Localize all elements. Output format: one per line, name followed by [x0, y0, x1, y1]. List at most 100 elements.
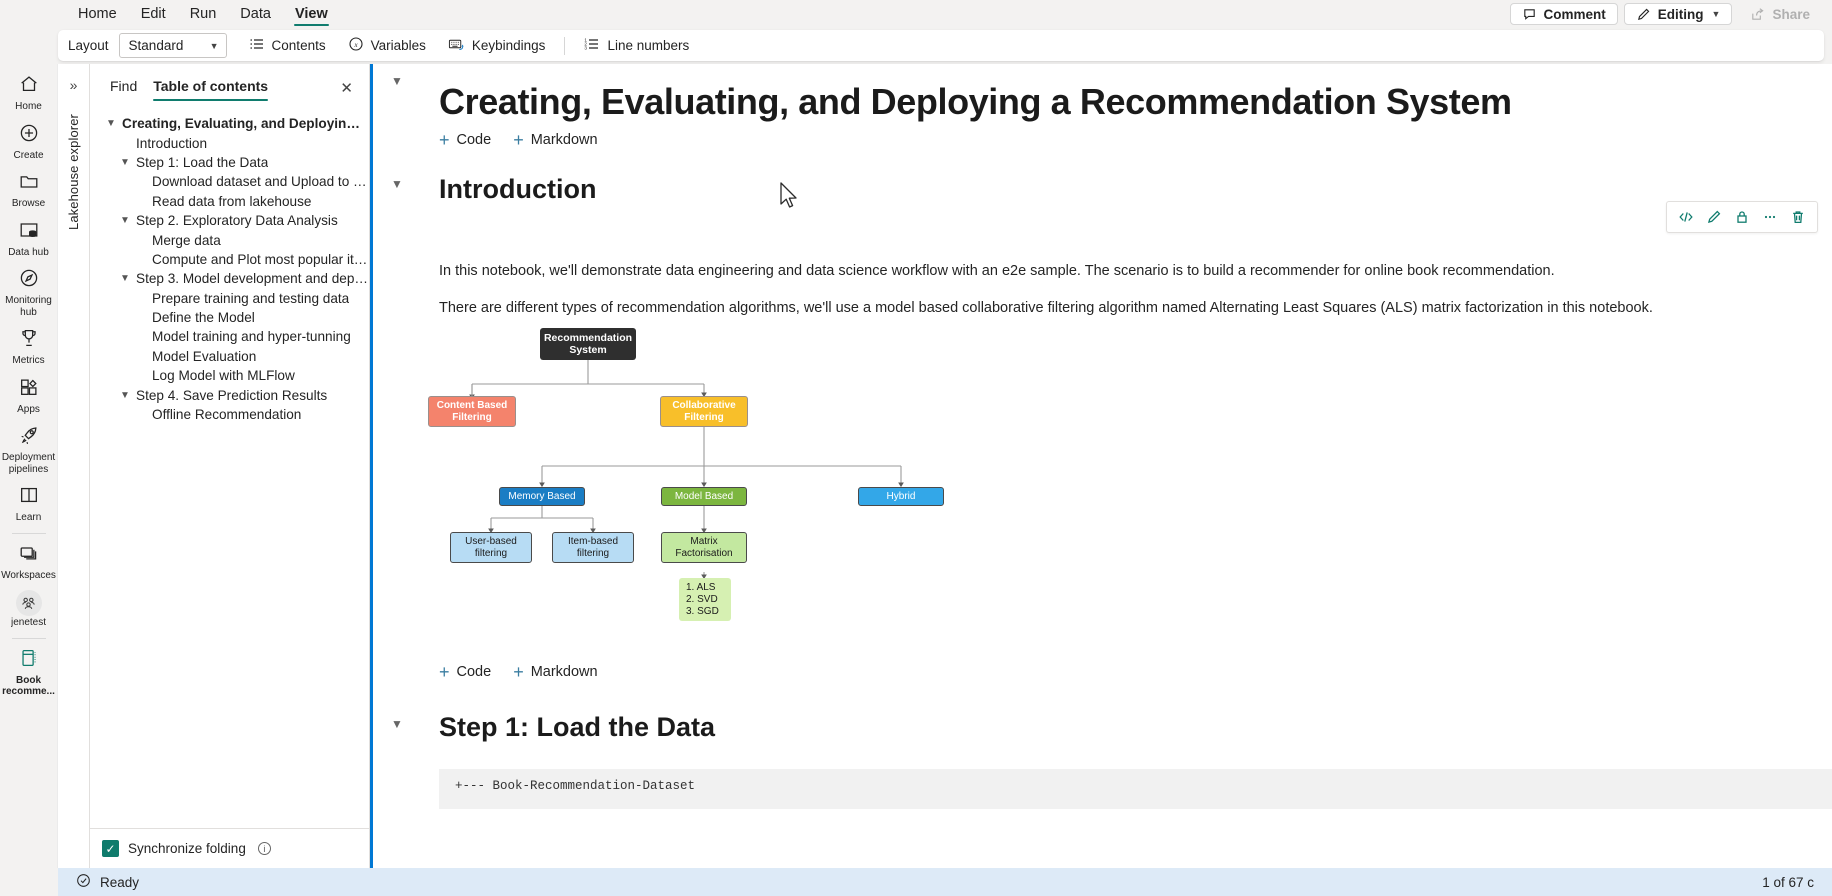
sidebar-item-learn[interactable]: Learn	[0, 479, 57, 528]
toc-item-13[interactable]: Log Model with MLFlow	[90, 366, 369, 385]
sidebar-item-apps[interactable]: Apps	[0, 371, 57, 420]
editing-mode-button[interactable]: Editing ▼	[1623, 3, 1733, 25]
sidebar-item-browse[interactable]: Browse	[0, 165, 57, 214]
toc-item-9[interactable]: Prepare training and testing data	[90, 289, 369, 308]
rail-divider-2	[11, 637, 46, 639]
toc-item-14[interactable]: ▼ Step 4. Save Prediction Results	[90, 385, 369, 404]
variables-button[interactable]: x Variables	[338, 33, 436, 59]
sidebar-item-create[interactable]: Create	[0, 117, 57, 166]
ribbon-tab-run[interactable]: Run	[189, 6, 217, 22]
notebook-cell-step1: ▼ Step 1: Load the Data +--- Book-Recomm…	[373, 703, 1832, 809]
toc-item-label: Step 1: Load the Data	[136, 154, 269, 170]
diagram-node-item-based: Item-based filtering	[552, 532, 634, 564]
toc-item-label: Model training and hyper-tunning	[152, 329, 351, 345]
keybindings-button[interactable]: Keybindings	[438, 33, 556, 59]
comment-bubble-icon	[1522, 7, 1537, 22]
info-circle-icon[interactable]: i	[257, 842, 271, 855]
line-numbers-toggle[interactable]: 1 2 3 Line numbers	[574, 33, 699, 59]
sidebar-item-monitoring-hub[interactable]: Monitoring hub	[0, 262, 57, 322]
synchronize-folding-checkbox[interactable]: ✓	[102, 840, 119, 857]
toc-item-label: Download dataset and Upload to lakeh…	[152, 174, 369, 190]
ribbon-tab-data[interactable]: Data	[240, 6, 271, 22]
sidebar-item-deployment-pipelines[interactable]: Deployment pipelines	[0, 419, 57, 479]
home-icon	[18, 73, 40, 100]
tab-find[interactable]: Find	[110, 78, 138, 94]
chevron-down-icon[interactable]: ▼	[120, 389, 130, 401]
sidebar-item-book-recommendation[interactable]: Book recomme...	[0, 642, 57, 702]
chevron-down-icon[interactable]: ▼	[120, 215, 130, 227]
svg-text:3: 3	[585, 46, 588, 51]
lock-icon[interactable]	[1729, 205, 1755, 229]
toc-item-7[interactable]: Compute and Plot most popular items	[90, 250, 369, 269]
compass-icon	[18, 267, 40, 294]
diagram-node-user-based-label: User-based filtering	[465, 535, 517, 559]
sidebar-label-create: Create	[13, 149, 44, 161]
code-cell-line: +--- Book-Recommendation-Dataset	[455, 778, 696, 793]
ribbon-tab-edit[interactable]: Edit	[140, 6, 166, 22]
toc-item-12[interactable]: Model Evaluation	[90, 347, 369, 366]
double-chevron-right-icon[interactable]: »	[69, 77, 78, 93]
plus-circle-icon	[18, 122, 40, 149]
table-of-contents-panel: » Lakehouse explorer Find Table of conte…	[58, 64, 370, 868]
add-code-cell-button[interactable]: + Code	[439, 663, 491, 681]
toc-item-1[interactable]: Introduction	[90, 133, 369, 152]
rocket-icon	[18, 424, 40, 451]
chevron-down-icon[interactable]: ▼	[120, 273, 130, 285]
edit-pencil-icon[interactable]	[1701, 205, 1727, 229]
toc-item-4[interactable]: Read data from lakehouse	[90, 192, 369, 211]
sidebar-item-metrics[interactable]: Metrics	[0, 322, 57, 371]
chevron-down-icon[interactable]: ▼	[120, 156, 130, 168]
share-button[interactable]: Share	[1738, 3, 1822, 25]
cell-fold-chevron-icon[interactable]: ▼	[391, 176, 403, 191]
toc-item-0[interactable]: ▼Creating, Evaluating, and Deployin…	[90, 114, 369, 133]
add-markdown-cell-button[interactable]: + Markdown	[513, 131, 597, 149]
diagram-node-algorithms: 1. ALS 2. SVD 3. SGD	[679, 578, 731, 622]
toc-item-3[interactable]: Download dataset and Upload to lakeh…	[90, 172, 369, 191]
toc-item-label: Step 4. Save Prediction Results	[136, 387, 328, 403]
toc-tabs: Find Table of contents ✕	[90, 64, 369, 102]
sidebar-label-workspaces: Workspaces	[1, 569, 56, 581]
tab-table-of-contents[interactable]: Table of contents	[145, 74, 276, 102]
notebook-scroll[interactable]: ▼ Creating, Evaluating, and Deploying a …	[373, 64, 1832, 868]
toc-main: Find Table of contents ✕ ▼Creating, Eval…	[90, 64, 369, 868]
ribbon-tab-home[interactable]: Home	[78, 6, 117, 22]
comment-button-label: Comment	[1543, 6, 1606, 22]
toc-item-5[interactable]: ▼Step 2. Exploratory Data Analysis	[90, 211, 369, 230]
top-ribbon-bar: Home Edit Run Data View Comment	[0, 0, 1832, 28]
sidebar-item-data-hub[interactable]: Data hub	[0, 214, 57, 263]
toc-item-2[interactable]: ▼ Step 1: Load the Data	[90, 153, 369, 172]
chevron-down-icon[interactable]: ▼	[106, 118, 116, 130]
toc-item-11[interactable]: Model training and hyper-tunning	[90, 327, 369, 346]
step1-heading: Step 1: Load the Data	[439, 712, 716, 743]
add-code-cell-button[interactable]: + Code	[439, 131, 491, 149]
trophy-icon	[18, 327, 40, 354]
contents-toggle[interactable]: Contents	[239, 33, 336, 59]
toc-item-10[interactable]: Define the Model	[90, 308, 369, 327]
more-options-icon[interactable]	[1757, 205, 1783, 229]
code-cell-output[interactable]: +--- Book-Recommendation-Dataset	[439, 768, 1832, 809]
plus-icon: +	[439, 662, 450, 683]
toc-item-15[interactable]: Offline Recommendation	[90, 405, 369, 424]
toc-item-8[interactable]: ▼Step 3. Model development and deploy	[90, 269, 369, 288]
toc-item-label: Log Model with MLFlow	[152, 368, 295, 384]
comment-button[interactable]: Comment	[1509, 3, 1618, 25]
delete-trash-icon[interactable]	[1785, 205, 1811, 229]
close-icon[interactable]: ✕	[340, 80, 353, 97]
left-nav-rail: Home Create Browse	[0, 64, 58, 868]
toc-item-label: Define the Model	[152, 310, 255, 326]
ribbon-tab-view[interactable]: View	[283, 0, 340, 28]
lakehouse-explorer-label[interactable]: Lakehouse explorer	[66, 114, 81, 230]
cell-fold-chevron-icon[interactable]: ▼	[391, 717, 403, 732]
apps-grid-icon	[18, 376, 40, 403]
sidebar-item-workspaces[interactable]: Workspaces	[0, 537, 57, 586]
code-view-icon[interactable]	[1673, 205, 1699, 229]
cell-fold-chevron-icon[interactable]: ▼	[391, 74, 403, 88]
sidebar-item-jenetest[interactable]: jenetest	[0, 585, 57, 633]
active-cell-indicator	[370, 64, 373, 868]
sidebar-label-browse: Browse	[11, 198, 46, 209]
add-markdown-cell-button[interactable]: + Markdown	[513, 663, 597, 681]
sidebar-item-home[interactable]: Home	[0, 68, 57, 117]
layout-select[interactable]: Standard ▼	[118, 33, 227, 58]
toc-item-6[interactable]: Merge data	[90, 230, 369, 249]
share-icon	[1750, 7, 1765, 22]
